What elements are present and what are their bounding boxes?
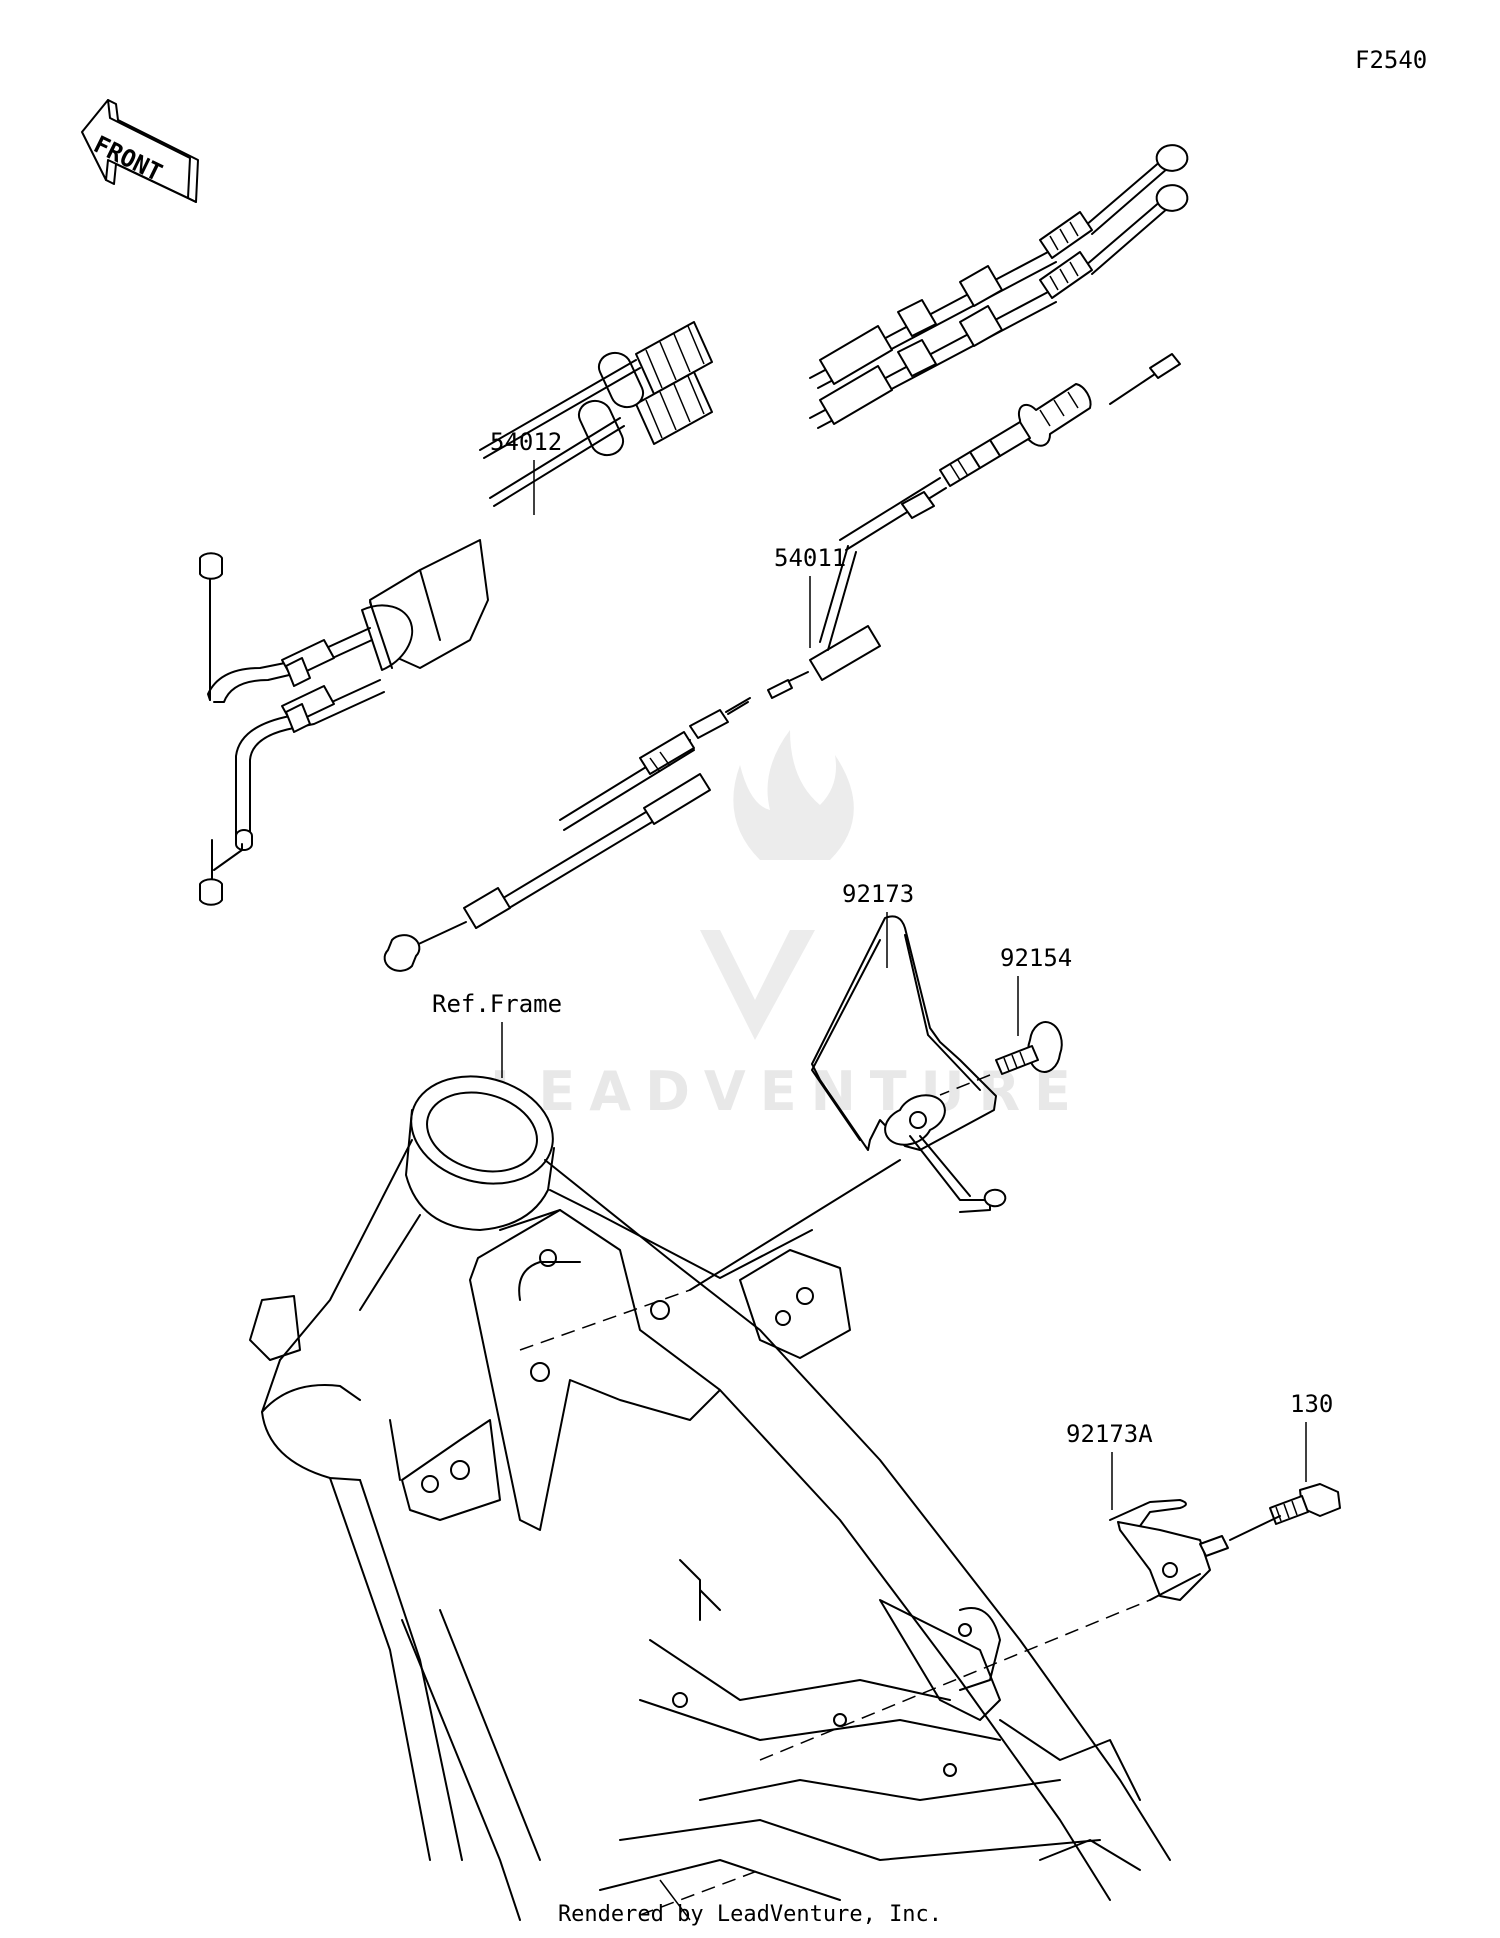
part-label-54012[interactable]: 54012 [490, 428, 562, 456]
part-label-92173a[interactable]: 92173A [1066, 1420, 1153, 1448]
bolt-130 [1269, 1483, 1341, 1525]
leader-lines [501, 460, 1307, 1921]
throttle-cables [199, 144, 1189, 906]
watermark: LEADVENTURE [490, 730, 1085, 1123]
part-label-92154[interactable]: 92154 [1000, 944, 1072, 972]
front-arrow-icon: FRONT [81, 99, 199, 203]
diagram-code: F2540 [1355, 46, 1427, 74]
watermark-text: LEADVENTURE [490, 1060, 1085, 1123]
part-label-92173[interactable]: 92173 [842, 880, 914, 908]
bolt-92154 [939, 1021, 1063, 1096]
frame [249, 1075, 1281, 1921]
part-label-54011[interactable]: 54011 [774, 544, 846, 572]
ref-frame-label: Ref.Frame [432, 990, 562, 1018]
bracket-92173a [1109, 1499, 1229, 1601]
render-credit: Rendered by LeadVenture, Inc. [557, 1902, 943, 1927]
bracket-92173 [811, 915, 1007, 1213]
clutch-cable [383, 353, 1181, 972]
part-label-130[interactable]: 130 [1290, 1390, 1333, 1418]
